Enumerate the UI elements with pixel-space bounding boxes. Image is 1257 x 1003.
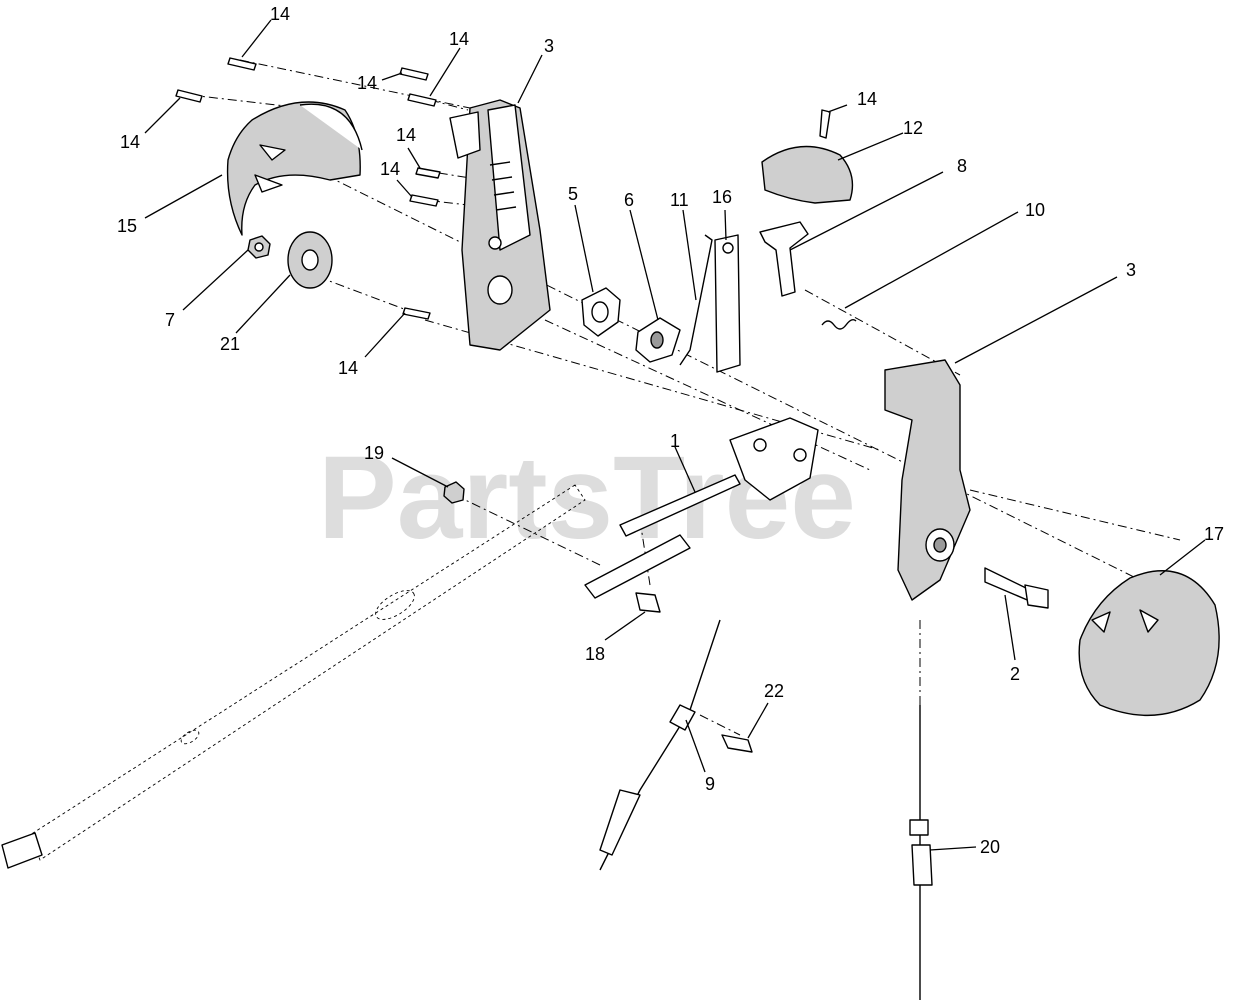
callout-14: 14	[449, 29, 469, 49]
shaft-1	[584, 474, 741, 599]
callout-14: 14	[857, 89, 877, 109]
callout-5: 5	[568, 184, 578, 204]
callout-21: 21	[220, 334, 240, 354]
callout-22: 22	[764, 681, 784, 701]
cam-5	[581, 287, 621, 337]
callout-14: 14	[357, 73, 377, 93]
callout-8: 8	[957, 156, 967, 176]
right-housing	[884, 359, 971, 601]
knob-12	[761, 145, 854, 204]
left-housing	[449, 99, 551, 351]
callout-11: 11	[670, 190, 689, 210]
callout-15: 15	[117, 216, 137, 236]
callout-18: 18	[585, 644, 605, 664]
callout-1: 1	[670, 431, 680, 451]
callout-20: 20	[980, 837, 1000, 857]
cable-9	[599, 619, 721, 871]
callout-10: 10	[1025, 200, 1045, 220]
pin-18	[635, 592, 661, 613]
callout-19: 19	[364, 443, 384, 463]
callout-16: 16	[712, 187, 732, 207]
left-cover	[226, 101, 363, 236]
right-cover	[1078, 570, 1220, 717]
callout-14: 14	[380, 159, 400, 179]
handle-ghost	[1, 484, 586, 869]
callout-labels: 14 14 14 14 14 14 14 14 3 15 7 21 5 6 11…	[117, 4, 1224, 857]
washer-21	[287, 231, 333, 289]
nut-7	[247, 235, 271, 259]
callout-3: 3	[544, 36, 554, 56]
callout-9: 9	[705, 774, 715, 794]
callout-6: 6	[624, 190, 634, 210]
screws-14	[175, 57, 831, 320]
leader-lines	[144, 19, 1206, 851]
callout-12: 12	[903, 118, 923, 138]
bolt-22	[721, 734, 753, 753]
nut-19	[443, 481, 465, 504]
callout-14: 14	[396, 125, 416, 145]
callout-14: 14	[270, 4, 290, 24]
bolt-2	[984, 567, 1049, 609]
callout-14: 14	[120, 132, 140, 152]
callout-17: 17	[1204, 524, 1224, 544]
plate-16	[714, 234, 741, 373]
cable-20	[909, 705, 933, 1000]
lever-8	[759, 221, 809, 297]
callout-7: 7	[165, 310, 175, 330]
callout-3: 3	[1126, 260, 1136, 280]
callout-14: 14	[338, 358, 358, 378]
spring-10	[821, 318, 857, 330]
callout-2: 2	[1010, 664, 1020, 684]
cam-6	[635, 317, 681, 363]
bracket-1	[729, 417, 819, 501]
